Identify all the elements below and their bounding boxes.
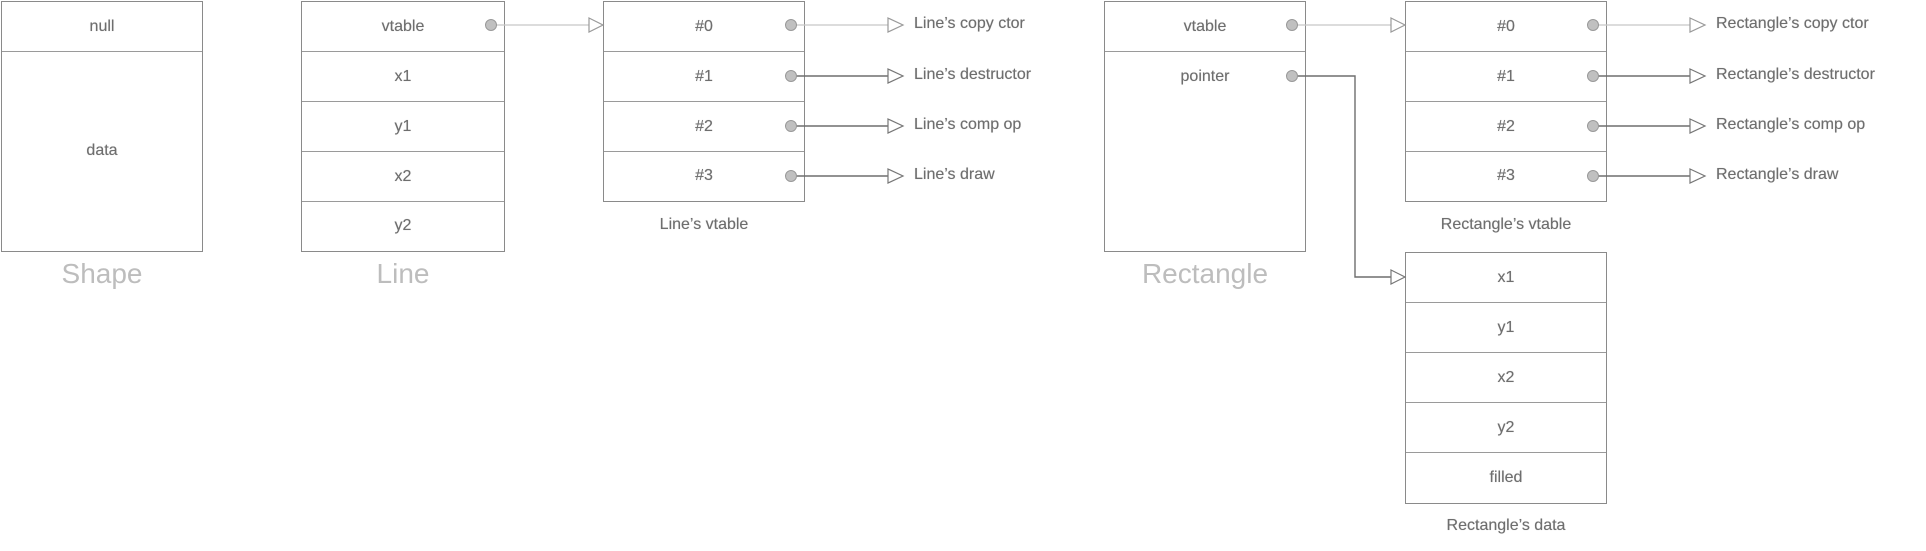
- line-slot-0-dot: [785, 19, 797, 31]
- line-field-y2: y2: [394, 217, 412, 234]
- line-vtable-slot-0: #0: [604, 2, 804, 52]
- line-slot-3-arrowhead: [887, 168, 905, 184]
- rectangle-data-x1: x1: [1406, 253, 1606, 303]
- rectangle-slot-1-dot: [1587, 70, 1599, 82]
- rectangle-target-comp-op: Rectangle’s comp op: [1716, 116, 1866, 133]
- rectangle-title: Rectangle: [1141, 258, 1269, 289]
- rectangle-data-pointer-dot: [1286, 70, 1298, 82]
- rectangle-field-pointer: pointer: [1180, 68, 1230, 85]
- shape-object: null data: [1, 1, 203, 252]
- rectangle-slot-3-arrowhead: [1689, 168, 1707, 184]
- rectangle-data-caption: Rectangle’s data: [1446, 517, 1566, 534]
- line-target-comp-op: Line’s comp op: [914, 116, 1022, 133]
- line-target-draw: Line’s draw: [914, 166, 995, 183]
- rectangle-data-x2: x2: [1406, 353, 1606, 403]
- line-vtable-pointer-arrowhead: [588, 17, 605, 33]
- line-vtable-slot-3: #3: [695, 167, 713, 184]
- line-vtable-caption: Line’s vtable: [659, 216, 749, 233]
- line-field-x2: x2: [302, 152, 504, 202]
- shape-field-data: data: [86, 142, 118, 159]
- rectangle-slot-2-dot: [1587, 120, 1599, 132]
- line-vtable: #0 #1 #2 #3: [603, 1, 805, 202]
- rectangle-vtable-pointer-arrowhead: [1390, 17, 1407, 33]
- rectangle-slot-2-arrowhead: [1689, 118, 1707, 134]
- line-vtable-slot-1: #1: [604, 52, 804, 102]
- rectangle-object: vtable pointer: [1104, 1, 1306, 252]
- rectangle-data-filled: filled: [1489, 468, 1523, 486]
- rectangle-vtable: #0 #1 #2 #3: [1405, 1, 1607, 202]
- rectangle-target-copy-ctor: Rectangle’s copy ctor: [1716, 15, 1869, 32]
- line-slot-1-dot: [785, 70, 797, 82]
- line-title: Line: [376, 258, 430, 289]
- rectangle-data-pointer-arrow: [1292, 75, 1391, 278]
- rectangle-vtable-caption: Rectangle’s vtable: [1440, 216, 1572, 233]
- rectangle-target-draw: Rectangle’s draw: [1716, 166, 1839, 183]
- line-object: vtable x1 y1 x2 y2: [301, 1, 505, 252]
- line-target-copy-ctor: Line’s copy ctor: [914, 15, 1025, 32]
- rectangle-vtable-slot-2: #2: [1406, 102, 1606, 152]
- shape-field-null: null: [2, 2, 202, 52]
- line-slot-1-arrowhead: [887, 68, 905, 84]
- rectangle-target-destructor: Rectangle’s destructor: [1716, 66, 1875, 83]
- rectangle-slot-0-dot: [1587, 19, 1599, 31]
- line-vtable-slot-2: #2: [604, 102, 804, 152]
- rectangle-slot-3-dot: [1587, 170, 1599, 182]
- line-vtable-pointer-dot: [485, 19, 497, 31]
- rectangle-data: x1 y1 x2 y2 filled: [1405, 252, 1607, 504]
- rectangle-field-vtable: vtable: [1105, 2, 1305, 52]
- line-slot-2-dot: [785, 120, 797, 132]
- line-field-y1: y1: [302, 102, 504, 152]
- rectangle-slot-1-arrowhead: [1689, 68, 1707, 84]
- rectangle-data-y2: y2: [1406, 403, 1606, 453]
- rectangle-data-y1: y1: [1406, 303, 1606, 353]
- rectangle-vtable-pointer-dot: [1286, 19, 1298, 31]
- shape-title: Shape: [61, 258, 143, 289]
- line-slot-2-arrowhead: [887, 118, 905, 134]
- line-slot-0-arrowhead: [887, 17, 905, 33]
- rectangle-vtable-slot-1: #1: [1406, 52, 1606, 102]
- rectangle-slot-0-arrowhead: [1689, 17, 1707, 33]
- line-target-destructor: Line’s destructor: [914, 66, 1032, 83]
- rectangle-vtable-slot-3: #3: [1497, 167, 1515, 184]
- rectangle-data-pointer-arrowhead: [1390, 269, 1407, 285]
- line-field-vtable: vtable: [302, 2, 504, 52]
- line-slot-3-dot: [785, 170, 797, 182]
- rectangle-vtable-slot-0: #0: [1406, 2, 1606, 52]
- line-field-x1: x1: [302, 52, 504, 102]
